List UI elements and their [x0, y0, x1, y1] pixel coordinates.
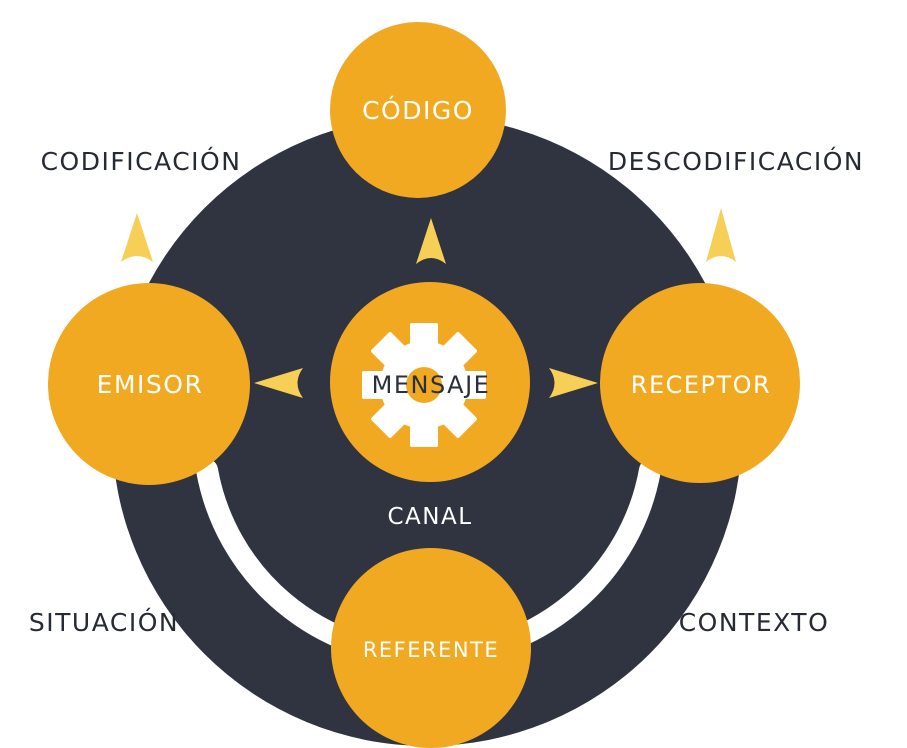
gear-icon: [362, 323, 486, 447]
situacion-label: SITUACIÓN: [29, 607, 179, 637]
arrow-codificacion: [121, 213, 153, 262]
descodificacion-label: DESCODIFICACIÓN: [608, 146, 864, 176]
emisor-label: EMISOR: [97, 370, 204, 399]
receptor-label: RECEPTOR: [631, 371, 771, 399]
codigo-label: CÓDIGO: [362, 95, 474, 125]
arrow-descodificacion: [706, 208, 736, 262]
emisor-circle: [48, 283, 250, 485]
arrow-up-to-codigo: [416, 218, 446, 264]
canal-label: CANAL: [387, 504, 472, 530]
referente-circle: [331, 548, 531, 748]
mensaje-label: MENSAJE: [372, 371, 491, 399]
contexto-label: CONTEXTO: [679, 608, 830, 637]
codificacion-label: CODIFICACIÓN: [41, 146, 242, 176]
arrow-left-to-emisor: [254, 368, 303, 398]
referente-label: REFERENTE: [363, 638, 499, 662]
arrow-right-to-receptor: [549, 368, 598, 398]
codigo-circle: [330, 22, 506, 198]
receptor-circle: [600, 283, 800, 483]
